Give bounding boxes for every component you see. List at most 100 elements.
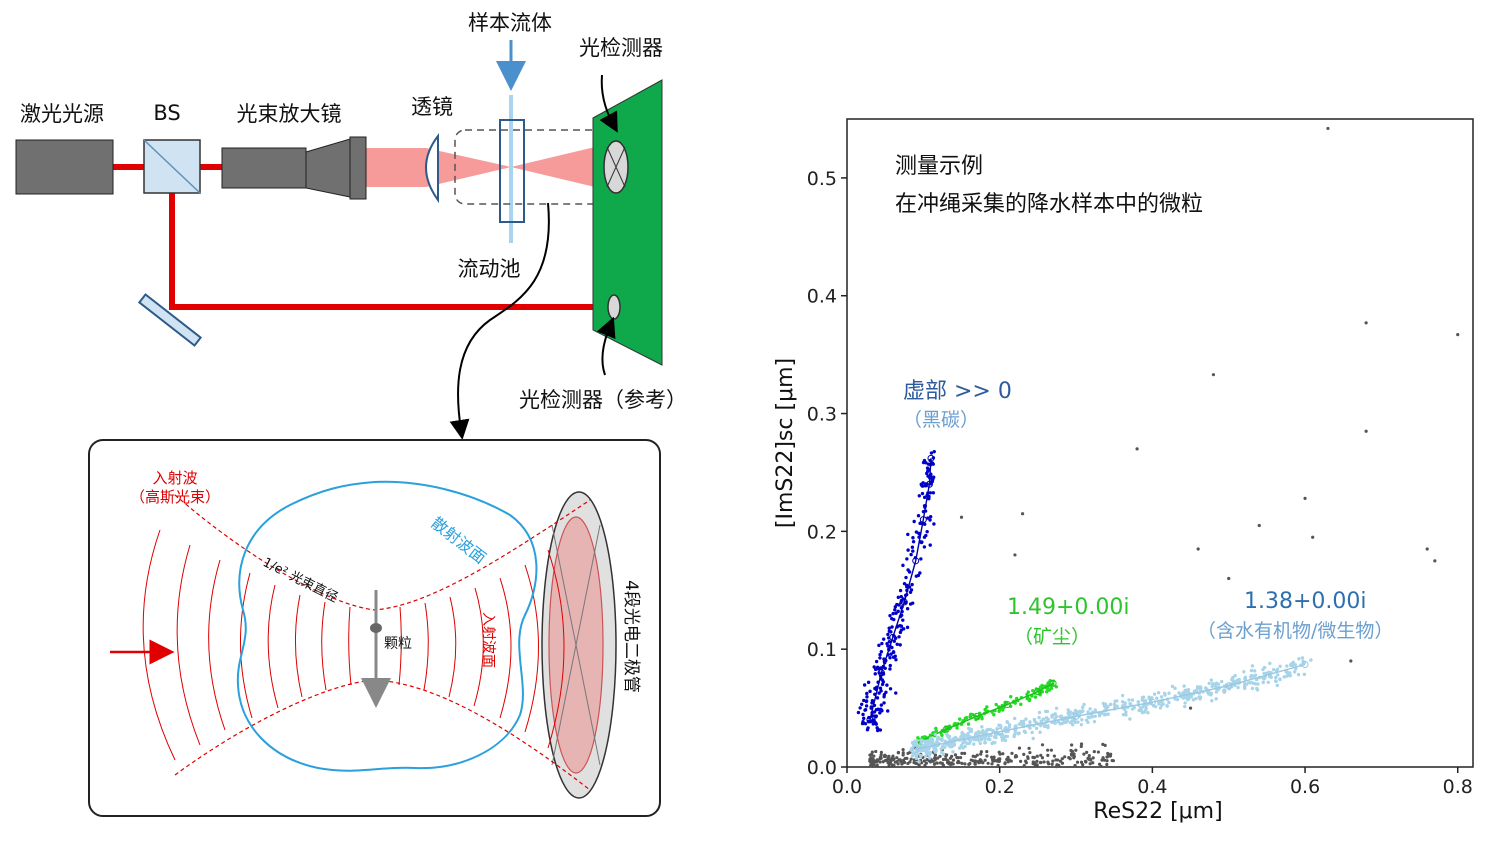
series-point — [1185, 697, 1190, 701]
series-point — [1293, 670, 1297, 674]
series-point — [1206, 692, 1211, 696]
series-point — [1021, 719, 1026, 724]
detector-pointer — [599, 74, 618, 133]
gray-point — [956, 759, 960, 763]
series-point — [1262, 665, 1267, 670]
series-point — [1128, 717, 1132, 721]
gray-point — [991, 759, 995, 763]
series-point — [1032, 717, 1037, 722]
series-point — [1186, 687, 1191, 692]
chart-title-line1: 测量示例 — [895, 154, 983, 179]
gray-point — [936, 756, 940, 760]
gray-point — [1079, 760, 1084, 764]
series-point — [1033, 695, 1038, 699]
series-point — [1070, 719, 1074, 724]
series-point — [1076, 720, 1080, 724]
series-point — [1016, 732, 1020, 736]
gray-point — [1051, 759, 1055, 763]
gray-point — [913, 761, 918, 765]
series-point — [1165, 704, 1169, 708]
series-point — [1012, 734, 1016, 739]
series-point — [909, 552, 913, 557]
series-point — [877, 691, 881, 695]
series-point — [990, 741, 994, 746]
gray-point — [1088, 762, 1092, 766]
series-point — [1220, 679, 1224, 684]
series-point — [1264, 671, 1268, 676]
series-point — [1123, 702, 1127, 706]
series-point — [878, 711, 882, 715]
series-point — [914, 739, 918, 743]
series-point — [1146, 711, 1150, 715]
annotation-organic: 1.38+0.00i — [1244, 589, 1367, 614]
series-point — [1103, 702, 1108, 706]
gray-point — [872, 754, 876, 758]
series-point — [886, 632, 890, 637]
series-point — [958, 717, 962, 721]
series-point — [899, 594, 904, 599]
gray-point — [901, 747, 905, 752]
gray-point — [1073, 763, 1077, 768]
series-point — [1269, 675, 1273, 679]
gray-point — [1096, 750, 1100, 754]
series-point — [959, 743, 963, 748]
series-point — [1104, 712, 1108, 717]
series-point — [1027, 697, 1032, 702]
y-tick-label: 0.0 — [807, 757, 837, 779]
outlier-point — [1257, 523, 1261, 528]
gray-point — [900, 761, 905, 765]
gray-point — [979, 752, 983, 756]
series-point — [907, 570, 912, 574]
series-point — [1053, 712, 1057, 716]
gray-point — [1005, 757, 1009, 762]
series-point — [920, 744, 924, 748]
series-point — [873, 672, 877, 676]
x-tick-label: 0.6 — [1290, 776, 1320, 798]
incident-wave-label: 入射波 — [152, 469, 197, 487]
gray-point — [1010, 751, 1014, 755]
reference-detector — [607, 294, 621, 320]
gray-point — [1072, 752, 1076, 756]
series-point — [1065, 719, 1070, 723]
x-tick-label: 0.2 — [985, 776, 1015, 798]
series-point — [924, 754, 928, 758]
beam-envelope-bottom — [174, 679, 591, 791]
series-point — [918, 571, 922, 575]
series-point — [945, 732, 949, 736]
gray-point — [1079, 744, 1083, 749]
series-point — [1271, 667, 1276, 672]
gray-point — [1070, 749, 1075, 753]
series-point — [905, 625, 910, 630]
series-point — [967, 741, 972, 746]
gray-point — [874, 749, 878, 754]
series-point — [1293, 663, 1298, 667]
series-point — [865, 691, 869, 696]
gray-point — [977, 761, 981, 765]
x-tick-label: 0.4 — [1137, 776, 1167, 798]
gray-point — [1049, 748, 1053, 752]
series-point — [878, 656, 882, 660]
series-point — [966, 733, 970, 738]
series-point — [1282, 675, 1286, 679]
gray-point — [973, 755, 977, 759]
series-point — [1274, 679, 1278, 684]
series-point — [1261, 680, 1265, 685]
gray-point — [868, 759, 872, 763]
gray-point — [951, 758, 956, 762]
series-point — [1198, 685, 1203, 689]
series-point — [914, 530, 919, 534]
series-point — [1274, 675, 1278, 680]
series-point — [1187, 694, 1191, 699]
series-point — [976, 738, 981, 742]
outlier-point — [1425, 547, 1429, 551]
series-point — [928, 514, 933, 519]
series-point — [1285, 670, 1289, 675]
lens — [425, 133, 439, 204]
wavefronts — [142, 529, 565, 761]
gray-point — [941, 763, 945, 767]
series-point — [901, 627, 906, 631]
series-point — [1302, 672, 1307, 677]
series-point — [1041, 717, 1046, 721]
series-point — [988, 737, 992, 742]
gray-point — [874, 764, 878, 768]
